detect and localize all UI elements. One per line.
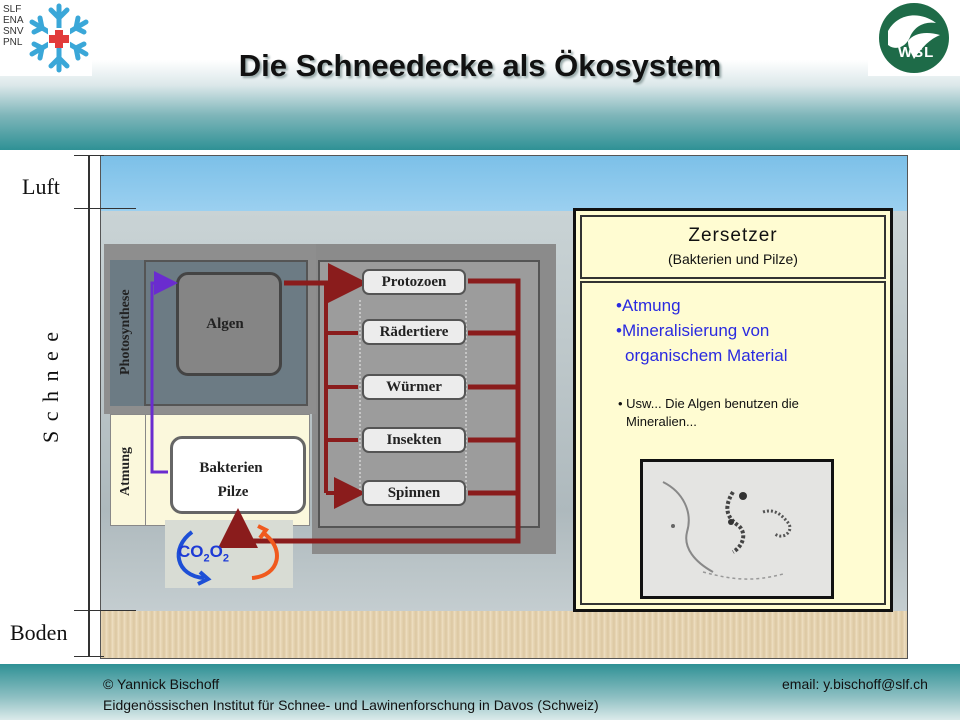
consumer-spinnen: Spinnen <box>362 480 466 506</box>
photosynthese-label: Photosynthese <box>118 289 133 375</box>
wsl-logo: WSL <box>868 0 960 76</box>
consumer-raedertiere: Rädertiere <box>362 319 466 345</box>
footer-email: email: y.bischoff@slf.ch <box>782 676 928 692</box>
slf-logo-line: PNL <box>3 37 23 48</box>
consumer-insekten: Insekten <box>362 427 466 453</box>
slf-logo-line: SNV <box>3 26 24 37</box>
bakterien-label: Bakterien <box>199 460 263 476</box>
axis-marker <box>74 208 136 209</box>
footer-band <box>0 664 960 720</box>
ground-layer <box>101 611 907 658</box>
co2-label: CO2O2 <box>178 542 229 564</box>
layer-axis-line <box>88 155 90 657</box>
decomposer-note: • Usw... Die Algen benutzen die Minerali… <box>618 396 799 429</box>
slf-logo: SLF ENA SNV PNL <box>0 0 92 76</box>
atmung-label: Atmung <box>118 446 133 496</box>
wsl-emblem-icon <box>879 3 949 73</box>
page-title: Die Schneedecke als Ökosystem <box>238 48 722 83</box>
ground-label: Boden <box>10 620 68 645</box>
slf-logo-line: ENA <box>3 15 24 26</box>
snow-label: S c h n e e <box>38 330 63 444</box>
decomposer-body <box>580 281 886 605</box>
bullet-atmung: •Atmung <box>616 296 681 315</box>
bullet-mineralisierung: •Mineralisierung von organischem Materia… <box>616 321 788 365</box>
footer-institute: Eidgenössischen Institut für Schnee- und… <box>103 697 599 713</box>
consumer-wuermer: Würmer <box>362 374 466 400</box>
consumer-protozoen: Protozoen <box>362 269 466 295</box>
photosynthese-strip <box>110 260 146 406</box>
co2-subscript: 2 <box>203 552 210 565</box>
pilze-label: Pilze <box>217 484 249 500</box>
snowflake-cross-icon <box>29 3 89 73</box>
decomposer-subtitle: (Bakterien und Pilze) <box>668 251 798 267</box>
decomposer-bullets: •Atmung •Mineralisierung von organischem… <box>616 293 856 368</box>
decomposer-header: Zersetzer (Bakterien und Pilze) <box>580 215 886 279</box>
o2-subscript: 2 <box>222 552 229 565</box>
decomposer-panel: Zersetzer (Bakterien und Pilze) •Atmung … <box>573 208 893 612</box>
co2-text: CO <box>178 542 204 561</box>
axis-marker <box>74 656 104 657</box>
air-label: Luft <box>22 174 60 199</box>
microbe-micrograph <box>643 462 831 596</box>
micrograph-image <box>640 459 834 599</box>
atmung-strip <box>110 414 146 526</box>
axis-marker <box>74 610 136 611</box>
footer-author: © Yannick Bischoff <box>103 676 220 692</box>
air-layer <box>101 156 907 211</box>
axis-marker <box>74 155 104 156</box>
algen-label: Algen <box>206 316 244 332</box>
slf-logo-line: SLF <box>3 4 22 15</box>
o2-text: O <box>209 542 223 561</box>
wsl-logo-text: WSL <box>898 44 935 61</box>
header-band: SLF ENA SNV PNL W <box>0 0 960 150</box>
decomposer-title: Zersetzer <box>688 225 778 246</box>
